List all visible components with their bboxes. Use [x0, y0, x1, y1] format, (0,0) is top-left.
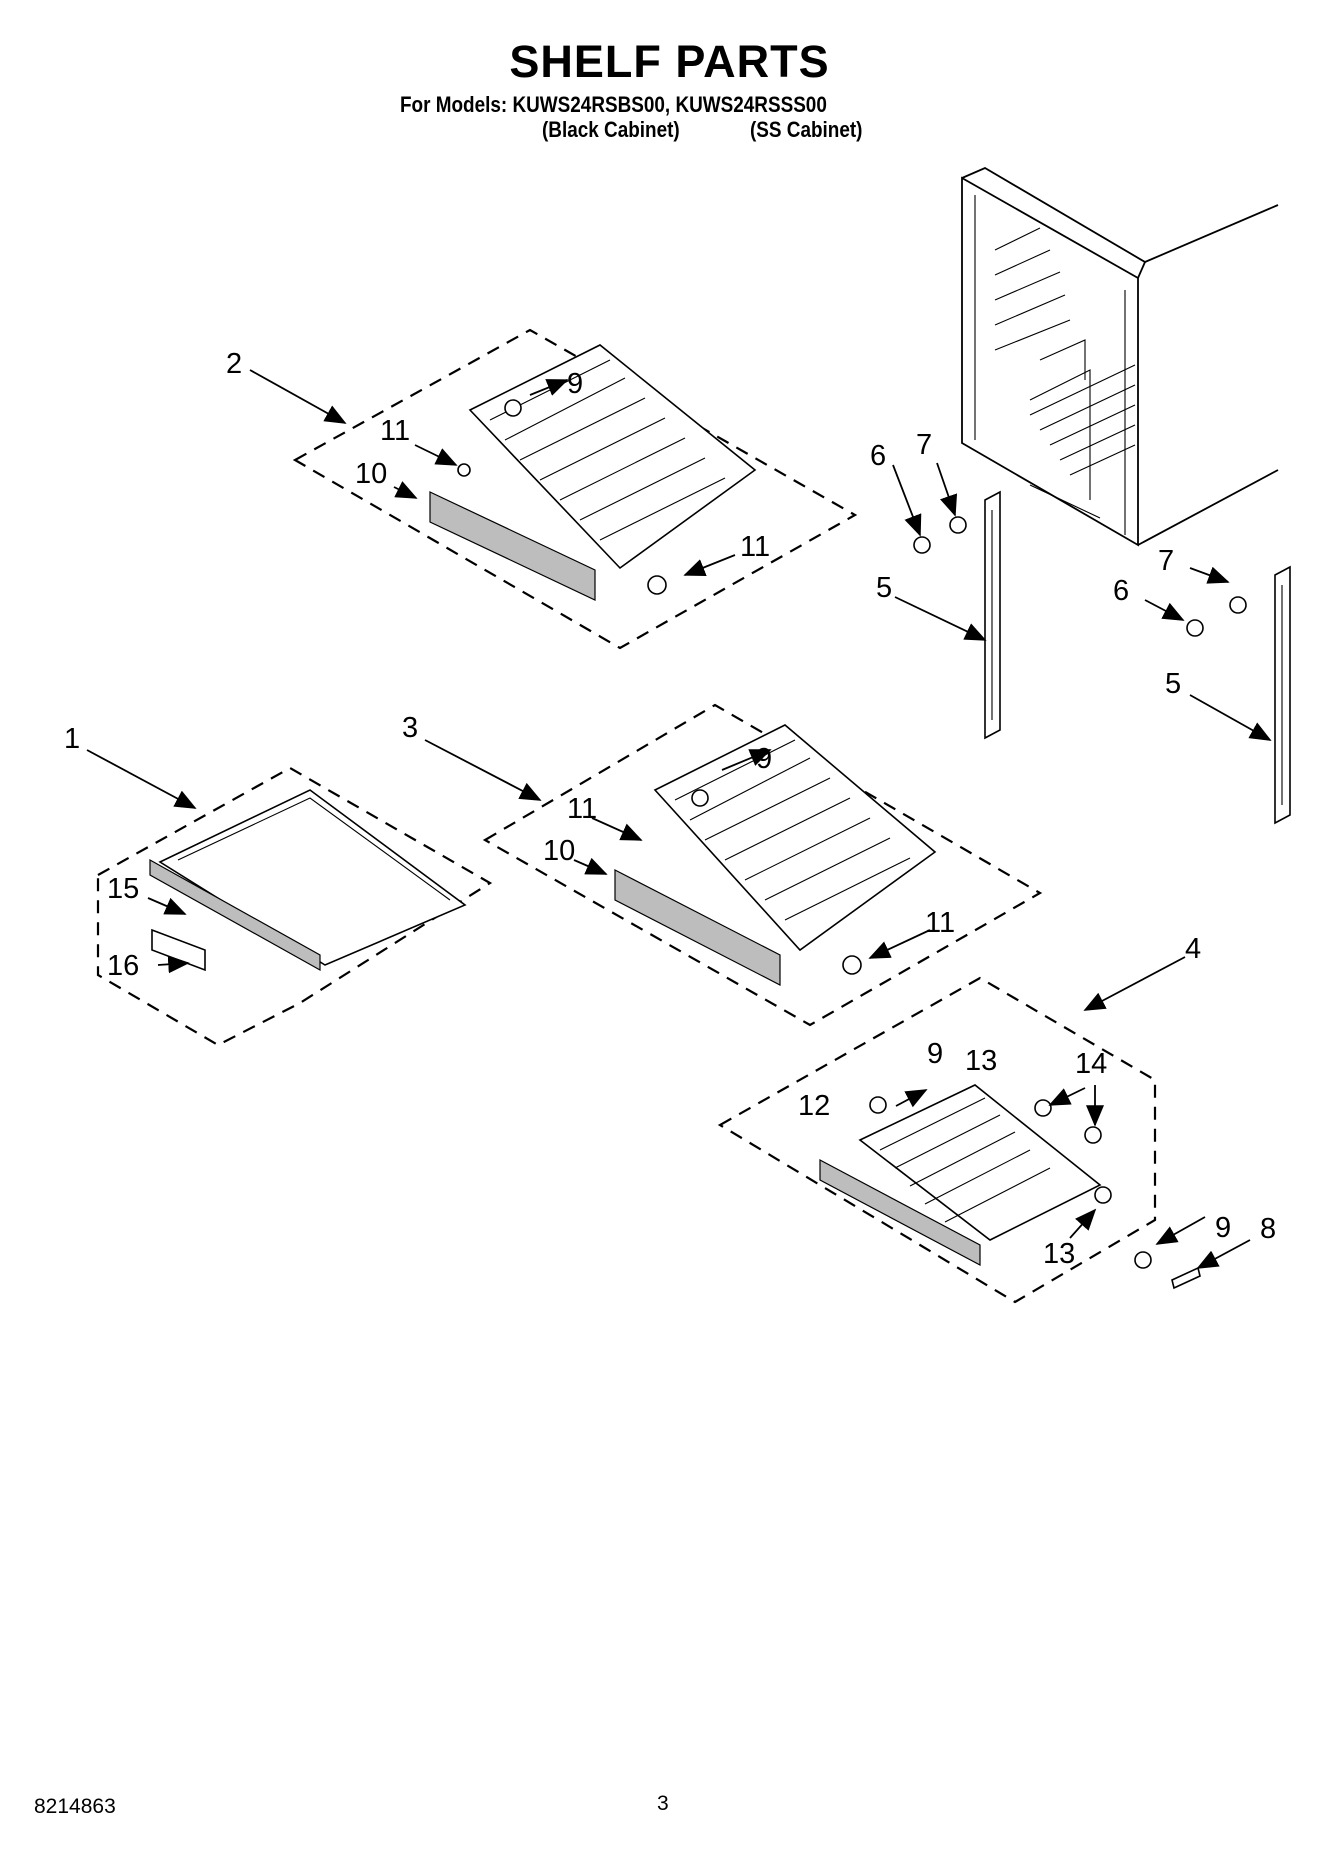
screw-6b: [1186, 619, 1204, 637]
washer-7: [949, 516, 967, 534]
screw-14b: [1084, 1126, 1102, 1144]
screw-6: [913, 536, 931, 554]
roller-11b: [457, 463, 471, 477]
document-number: 8214863: [34, 1795, 116, 1818]
models-line: For Models: KUWS24RSBS00, KUWS24RSSS00: [400, 92, 827, 117]
callout-15: 15: [107, 873, 139, 905]
shelf-3-group: [482, 703, 1043, 1027]
callout-10b: 10: [543, 835, 575, 867]
cabinet-outline: [961, 166, 1279, 547]
cabinet-black-label: (Black Cabinet): [542, 117, 680, 142]
page-title: SHELF PARTS: [509, 36, 830, 87]
trim-piece-10b: [614, 869, 781, 986]
callout-7a: 7: [916, 429, 932, 461]
callout-8: 8: [1260, 1213, 1276, 1245]
roller-11: [647, 575, 667, 595]
callout-9c: 9: [927, 1038, 943, 1070]
callout-9b: 9: [756, 743, 772, 775]
screw-14: [1034, 1099, 1052, 1117]
callout-3: 3: [402, 712, 418, 744]
callout-5b: 5: [1165, 668, 1181, 700]
callout-labels: 2 9 11 10 11 6 7 5 7 6 5 1 3 9 11 10 11 …: [64, 348, 1276, 1270]
trim-piece-12: [819, 1159, 981, 1266]
callout-11c: 11: [567, 793, 597, 825]
shelf-4-group: [717, 976, 1157, 1304]
callout-16: 16: [107, 950, 139, 982]
callout-13b: 13: [1043, 1238, 1075, 1270]
callout-4: 4: [1185, 933, 1201, 965]
callout-9a: 9: [567, 368, 583, 400]
leader-arrows: [86, 369, 1272, 1269]
callout-10a: 10: [355, 458, 387, 490]
cabinet-ss-label: (SS Cabinet): [750, 117, 863, 142]
callout-1: 1: [64, 723, 80, 755]
shelf-support-left: [913, 490, 1001, 740]
callout-11a: 11: [380, 415, 410, 447]
callout-11d: 11: [925, 907, 955, 939]
callout-14: 14: [1075, 1048, 1107, 1080]
pin-8-screw-9: [1134, 1251, 1201, 1290]
screw-9: [504, 399, 522, 417]
callout-11b: 11: [740, 531, 770, 563]
shelf-2-group: [292, 328, 858, 650]
bracket-16: [151, 928, 206, 972]
shelf-support-right: [1186, 565, 1291, 825]
callout-9d: 9: [1215, 1212, 1231, 1244]
shelf-1-group: [96, 766, 493, 1047]
trim-piece-10: [429, 491, 596, 601]
callout-6b: 6: [1113, 575, 1129, 607]
callout-6a: 6: [870, 440, 886, 472]
roller-13: [1094, 1186, 1112, 1204]
callout-2: 2: [226, 348, 242, 380]
callout-5a: 5: [876, 572, 892, 604]
screw-9c: [869, 1096, 887, 1114]
roller-11c: [842, 955, 862, 975]
callout-13a: 13: [965, 1045, 997, 1077]
washer-7b: [1229, 596, 1247, 614]
callout-12: 12: [798, 1090, 830, 1122]
screw-9b: [691, 789, 709, 807]
page-number: 3: [657, 1792, 669, 1815]
callout-7b: 7: [1158, 545, 1174, 577]
